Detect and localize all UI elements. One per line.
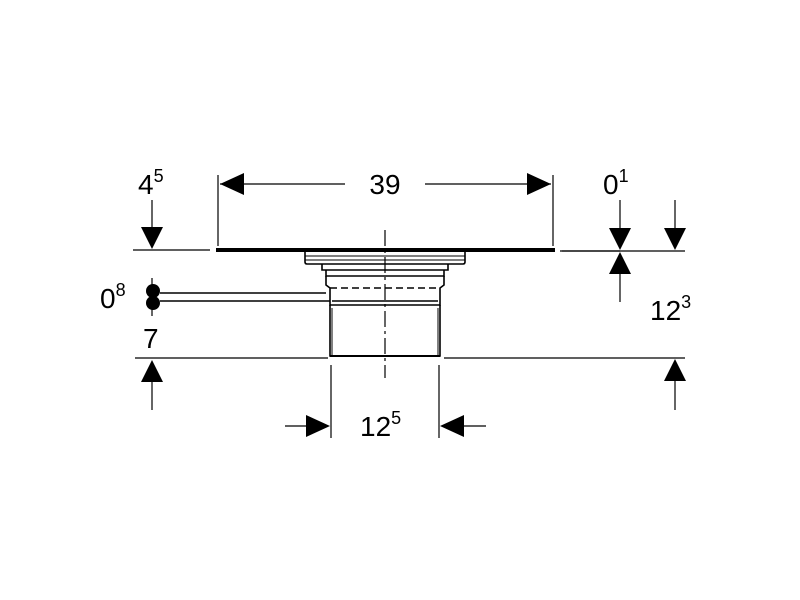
arrow-down-icon [664,228,686,250]
dot-marker-icon [146,296,160,310]
drain-body [304,230,466,378]
arrow-down-icon [141,227,163,249]
dimension-top-width: 39 [220,169,551,200]
dimension-left-height: 7 [141,323,163,410]
arrow-right-icon [527,173,551,195]
cover-plate [216,248,620,252]
dot-marker-icon [146,284,160,298]
arrow-right-icon [306,415,330,437]
dimension-left-gap: 08 [100,278,160,316]
label-bottom-width: 125 [360,408,401,442]
arrow-up-icon [609,252,631,274]
extension-lines [133,175,685,438]
arrow-down-icon [609,228,631,250]
label-left-gap: 08 [100,280,126,314]
dimension-right-height: 123 [650,200,691,410]
label-right-top-thickness: 01 [603,166,629,200]
label-left-top-thickness: 45 [138,166,164,200]
arrow-left-icon [440,415,464,437]
arrow-up-icon [664,359,686,381]
label-right-height: 123 [650,292,691,326]
dimension-right-top-thickness: 01 [603,166,631,302]
label-top-width: 39 [369,169,400,200]
dimension-left-top-thickness: 45 [138,166,164,249]
arrow-up-icon [141,360,163,382]
label-left-height: 7 [143,323,159,354]
arrow-left-icon [220,173,244,195]
membrane-layers [160,292,330,302]
dimension-bottom-width: 125 [285,408,486,442]
